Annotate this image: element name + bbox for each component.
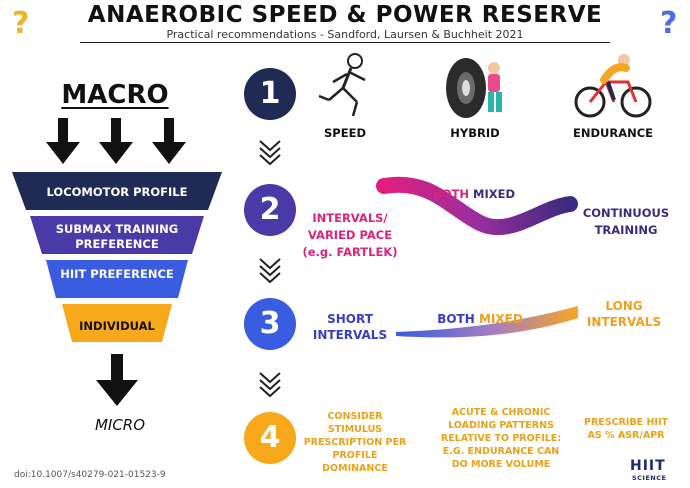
- funnel-label-submax: SUBMAX TRAINING PREFERENCE: [55, 222, 179, 251]
- micro-arrow: [96, 354, 138, 406]
- tyre-flip-icon: [446, 58, 502, 118]
- macro-arrows: [46, 118, 186, 164]
- funnel-label-individual: INDIVIDUAL: [79, 319, 155, 333]
- down-arrow-icon: [46, 118, 80, 164]
- mixed-wave-ribbon: [376, 176, 578, 236]
- row2-both-text: BOTH: [432, 187, 469, 201]
- doi-reference: doi:10.1007/s40279-021-01523-9: [14, 470, 166, 480]
- micro-label: MICRO: [94, 416, 146, 434]
- funnel-shape: [12, 172, 222, 342]
- column-label-speed: SPEED: [324, 126, 366, 140]
- funnel-level-1: [12, 172, 222, 210]
- row2-both-mixed-label: BOTH MIXED: [424, 186, 524, 203]
- funnel-label-hiit: HIIT PREFERENCE: [60, 267, 174, 281]
- row4-stimulus-text: CONSIDER STIMULUS PRESCRIPTION PER PROFI…: [303, 411, 407, 474]
- mixed-brush-stroke: [396, 306, 578, 338]
- hiit-science-logo: HIIT: [630, 458, 666, 474]
- row3-short-intervals-text: SHORT INTERVALS: [312, 312, 388, 342]
- question-mark-left-icon: ?: [12, 6, 30, 41]
- title-divider: [80, 42, 610, 43]
- funnel-level-4: [62, 304, 172, 342]
- sprinter-icon: [318, 53, 366, 117]
- double-chevron-down-icon: [259, 258, 281, 284]
- row4-prescribe-text: PRESCRIBE HIIT AS % ASR/APR: [584, 417, 668, 441]
- down-arrow-icon: [99, 118, 133, 164]
- row2-mixed-text: MIXED: [473, 187, 516, 201]
- step-1-circle: 1: [244, 68, 296, 120]
- row3-both-text: BOTH: [437, 312, 475, 326]
- column-label-endurance: ENDURANCE: [572, 126, 654, 140]
- cyclist-icon: [574, 54, 652, 118]
- down-arrow-icon: [152, 118, 186, 164]
- step-4-circle: 4: [244, 412, 296, 464]
- funnel-level-3: [46, 260, 188, 298]
- column-label-hybrid: HYBRID: [450, 126, 500, 140]
- row3-long-intervals-text: LONG INTERVALS: [586, 299, 662, 329]
- row3-mixed-text: MIXED: [478, 312, 523, 326]
- down-arrow-icon: [96, 354, 138, 406]
- page-subtitle: Practical recommendations - Sandford, La…: [166, 28, 524, 41]
- row3-both-mixed-label: BOTH MIXED: [430, 311, 530, 327]
- row2-continuous-text: CONTINUOUS TRAINING: [582, 206, 670, 237]
- funnel-level-2: [30, 216, 204, 254]
- page-title: ANAEROBIC SPEED & POWER RESERVE: [87, 2, 603, 28]
- row4-loading-text: ACUTE & CHRONIC LOADING PATTERNS RELATIV…: [440, 407, 562, 470]
- double-chevron-down-icon: [259, 140, 281, 166]
- macro-label: MACRO: [61, 80, 169, 110]
- question-mark-right-icon: ?: [660, 6, 678, 41]
- double-chevron-down-icon: [259, 372, 281, 398]
- step-3-circle: 3: [244, 298, 296, 350]
- funnel-label-locomotor: LOCOMOTOR PROFILE: [46, 185, 188, 199]
- step-2-circle: 2: [244, 184, 296, 236]
- row2-intervals-text: INTERVALS/ VARIED PACE (e.g. FARTLEK): [302, 211, 398, 259]
- hiit-science-logo-sub: SCIENCE: [632, 474, 667, 482]
